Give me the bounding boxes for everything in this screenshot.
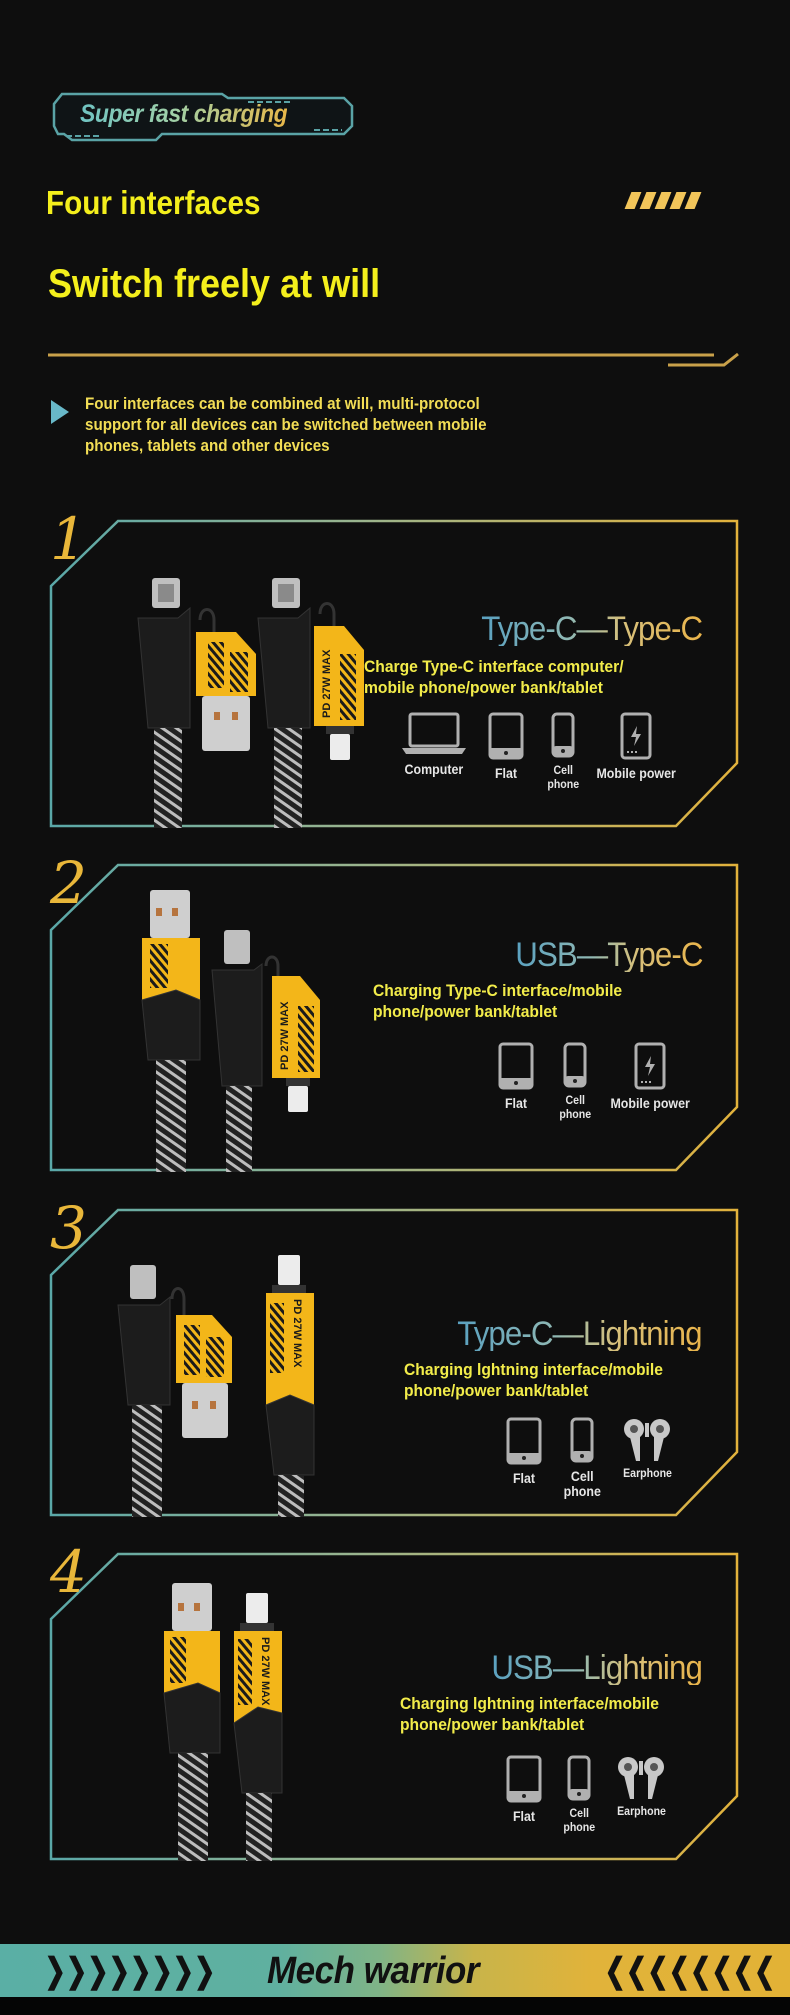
cable-illustration: PD 27W MAX bbox=[117, 1255, 315, 1517]
panel-type-c-to-type-c: 1 PD 27W MAX Type-C—Type-C Charge Type-C… bbox=[48, 510, 740, 828]
phone-icon bbox=[567, 1755, 591, 1801]
bottom-strip bbox=[0, 1997, 790, 2015]
phone-icon bbox=[563, 1042, 587, 1088]
chevrons-right-icon: ❯❯❯❯❯❯❯❯ bbox=[44, 1952, 216, 1990]
panel-frame bbox=[49, 863, 739, 1172]
power-bank-icon bbox=[634, 1042, 666, 1090]
device-cell-phone: Cell phone bbox=[546, 712, 581, 792]
earphone-icon bbox=[618, 1757, 665, 1799]
decorative-stripes-icon bbox=[624, 192, 702, 209]
panel-title: Type-C—Type-C bbox=[481, 610, 703, 648]
panel-title: USB—Lightning bbox=[491, 1649, 703, 1687]
panel-number: 2 bbox=[50, 849, 87, 917]
chevrons-left-icon: ❮❮❮❮❮❮❮❮ bbox=[604, 1952, 776, 1990]
super-fast-charging-badge: Super fast charging bbox=[52, 92, 354, 142]
device-computer: Computer bbox=[402, 712, 466, 777]
device-cell-phone: Cell phone bbox=[562, 1755, 597, 1835]
device-flat: Flat bbox=[506, 1755, 542, 1824]
tablet-icon bbox=[488, 712, 524, 760]
svg-text:PD 27W MAX: PD 27W MAX bbox=[291, 1299, 303, 1368]
device-mobile-power: Mobile power bbox=[607, 1042, 693, 1111]
mech-warrior-banner: ❯❯❯❯❯❯❯❯ Mech warrior ❮❮❮❮❮❮❮❮ bbox=[0, 1944, 790, 1997]
svg-text:PD 27W MAX: PD 27W MAX bbox=[321, 649, 333, 718]
device-list: Flat Cell phone Mobile power bbox=[498, 1042, 711, 1122]
panel-description: Charge Type-C interface computer/ mobile… bbox=[364, 657, 624, 697]
laptop-icon bbox=[402, 712, 466, 754]
device-flat: Flat bbox=[506, 1417, 542, 1486]
panel-number: 4 bbox=[50, 1538, 87, 1606]
cable-illustration: PD 27W MAX bbox=[163, 1583, 283, 1861]
panel-usb-to-lightning: 4 PD 27W MAX USB—Lightning Charging lght… bbox=[48, 1543, 740, 1861]
panel-frame bbox=[49, 1208, 739, 1517]
panel-number: 3 bbox=[50, 1194, 87, 1262]
header-divider bbox=[48, 352, 739, 367]
device-mobile-power: Mobile power bbox=[593, 712, 679, 781]
panel-type-c-to-lightning: 3 PD 27W MAX Type-C—Lightning Charging l… bbox=[48, 1199, 740, 1517]
device-cell-phone: Cell phone bbox=[562, 1417, 603, 1499]
svg-text:PD 27W MAX: PD 27W MAX bbox=[279, 1001, 291, 1070]
tablet-icon bbox=[506, 1417, 542, 1465]
banner-title: Mech warrior bbox=[267, 1950, 480, 1992]
intro-description: Four interfaces can be combined at will,… bbox=[85, 395, 487, 455]
tablet-icon bbox=[498, 1042, 534, 1090]
headline-four-interfaces: Four interfaces bbox=[46, 184, 261, 221]
earphone-icon bbox=[624, 1419, 671, 1461]
badge-label: Super fast charging bbox=[80, 100, 288, 128]
headline-switch-freely: Switch freely at will bbox=[48, 262, 381, 306]
device-list: Flat Cell phone Earphone bbox=[506, 1755, 686, 1835]
cable-illustration: PD 27W MAX bbox=[141, 890, 320, 1172]
device-list: Computer Flat Cell phone Mobi bbox=[402, 712, 697, 792]
device-earphone: Earphone bbox=[615, 1755, 668, 1819]
play-triangle-icon bbox=[51, 400, 69, 424]
device-flat: Flat bbox=[488, 712, 524, 781]
panel-number: 1 bbox=[50, 505, 87, 573]
panel-title: Type-C—Lightning bbox=[457, 1315, 703, 1353]
tablet-icon bbox=[506, 1755, 542, 1803]
panel-description: Charging lghtning interface/mobile phone… bbox=[400, 1694, 659, 1734]
device-flat: Flat bbox=[498, 1042, 534, 1111]
panel-description: Charging lghtning interface/mobile phone… bbox=[404, 1360, 663, 1400]
panel-title: USB—Type-C bbox=[514, 936, 703, 974]
panel-frame bbox=[49, 1552, 739, 1861]
phone-icon bbox=[551, 712, 575, 758]
phone-icon bbox=[570, 1417, 594, 1463]
svg-text:PD 27W MAX: PD 27W MAX bbox=[259, 1637, 271, 1706]
cable-illustration: PD 27W MAX bbox=[137, 578, 364, 828]
device-cell-phone: Cell phone bbox=[558, 1042, 593, 1122]
device-earphone: Earphone bbox=[621, 1417, 674, 1481]
power-bank-icon bbox=[620, 712, 652, 760]
panel-frame bbox=[49, 519, 739, 828]
device-list: Flat Cell phone Earphone bbox=[506, 1417, 692, 1499]
badge-frame-icon bbox=[52, 92, 354, 142]
panel-description: Charging Type-C interface/mobile phone/p… bbox=[373, 981, 623, 1021]
panel-usb-to-type-c: 2 PD 27W MAX USB—Type-C Charging Type-C … bbox=[48, 854, 740, 1172]
